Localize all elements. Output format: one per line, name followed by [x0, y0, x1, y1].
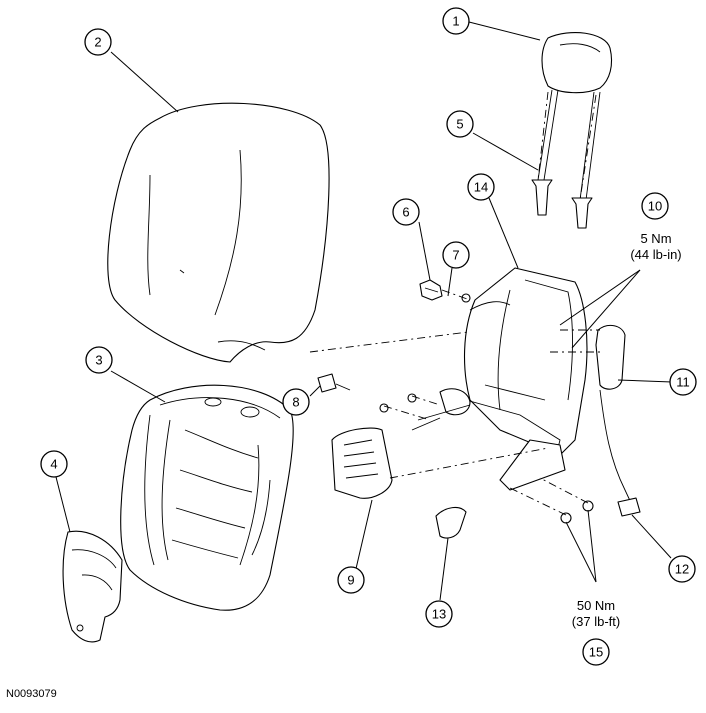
- callout-3-label: 3: [95, 353, 102, 368]
- part-airbag-connector: [617, 497, 641, 517]
- assembly-lines: [309, 91, 600, 516]
- part-recliner-knob: [419, 279, 443, 301]
- callout-9: 9: [337, 566, 365, 594]
- part-seatback-cover: [107, 102, 330, 363]
- callout-4: 4: [40, 450, 68, 478]
- callout-2-label: 2: [94, 35, 101, 50]
- callout-5: 5: [446, 110, 474, 138]
- part-head-restraint: [537, 32, 613, 201]
- callout-15-label: 15: [589, 645, 603, 660]
- callout-13-label: 13: [432, 607, 446, 622]
- part-side-airbag: [595, 324, 633, 506]
- callout-9-label: 9: [347, 573, 354, 588]
- part-connector: [317, 373, 351, 393]
- part-head-restraint-guides: [531, 179, 593, 229]
- callout-14: 14: [467, 173, 495, 201]
- callout-2: 2: [84, 28, 112, 56]
- torque-spec-15: 50 Nm (37 lb-ft): [572, 598, 620, 629]
- callout-12: 12: [668, 555, 696, 583]
- part-backboard-panel: [62, 530, 123, 643]
- callout-6-label: 6: [402, 205, 409, 220]
- callout-3: 3: [85, 346, 113, 374]
- torque-spec-10-nm: 5 Nm: [640, 231, 671, 246]
- part-bolts: [379, 293, 594, 524]
- callout-14-label: 14: [474, 180, 488, 195]
- callout-4-label: 4: [50, 457, 57, 472]
- torque-spec-15-lb: (37 lb-ft): [572, 614, 620, 629]
- callout-5-label: 5: [456, 117, 463, 132]
- callout-1: 1: [442, 7, 470, 35]
- part-recliner-handle: [435, 507, 467, 539]
- torque-spec-15-nm: 50 Nm: [577, 598, 615, 613]
- callout-15: 15: [582, 638, 610, 666]
- callout-7: 7: [442, 241, 470, 269]
- callout-1-label: 1: [452, 14, 459, 29]
- callout-10-label: 10: [648, 199, 662, 214]
- leader-lines: [55, 21, 673, 601]
- callout-8-label: 8: [292, 395, 299, 410]
- callout-7-label: 7: [452, 248, 459, 263]
- callout-11: 11: [669, 368, 697, 396]
- part-lumbar-support: [331, 427, 393, 499]
- torque-spec-10: 5 Nm (44 lb-in): [630, 231, 681, 262]
- callout-8: 8: [282, 388, 310, 416]
- callout-12-label: 12: [675, 562, 689, 577]
- callout-11-label: 11: [676, 375, 690, 390]
- callout-10: 10: [641, 192, 669, 220]
- figure-code: N0093079: [6, 688, 57, 700]
- part-seatback-frame: [411, 267, 588, 491]
- callout-6: 6: [392, 198, 420, 226]
- torque-spec-10-lb: (44 lb-in): [630, 247, 681, 262]
- callout-13: 13: [425, 600, 453, 628]
- part-seatback-pad: [120, 384, 294, 611]
